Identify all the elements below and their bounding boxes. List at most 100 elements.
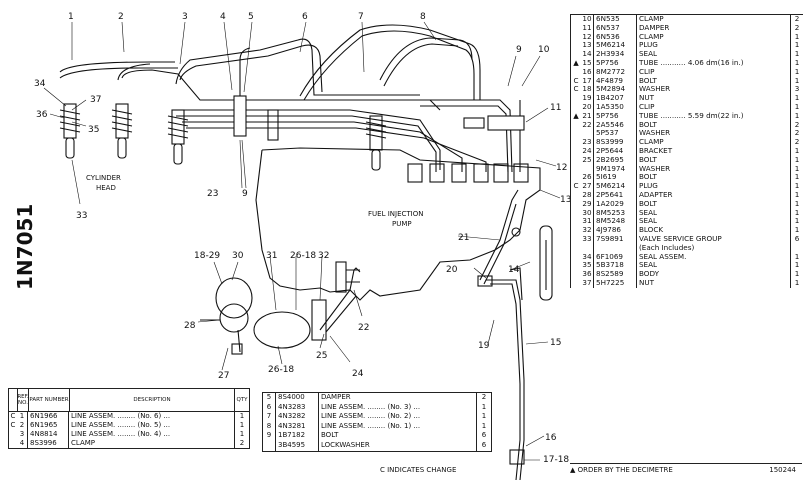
description-cell: SEAL ASSEM.	[639, 252, 687, 261]
ref-cell: 32	[581, 225, 594, 235]
part-number-cell: 1A5350	[594, 102, 637, 112]
qty-cell: 1	[790, 76, 803, 86]
qty-cell: 1	[790, 93, 803, 103]
ref-cell: 26	[581, 173, 594, 183]
side-code: 1N7051	[13, 204, 37, 290]
callout-22: 22	[358, 323, 369, 333]
description-cell: BOLT	[639, 120, 657, 129]
callout-14: 14	[508, 265, 520, 275]
description-cell: WASHER	[639, 129, 671, 138]
part-number-cell: 2P5644	[594, 146, 637, 156]
callout-16: 16	[545, 433, 557, 443]
qty-cell: 1	[790, 261, 803, 271]
ref-cell: 29	[581, 199, 594, 209]
callout-36: 36	[36, 110, 48, 120]
mark-cell: C	[10, 412, 16, 420]
ref-cell: 5	[263, 393, 276, 403]
mark-cell	[571, 138, 581, 147]
qty-cell: 2	[790, 120, 803, 130]
mark-cell	[9, 439, 17, 448]
qty-cell: 1	[790, 111, 803, 121]
ref-cell: 6	[263, 402, 276, 413]
mark-cell	[571, 191, 581, 200]
ref-cell: 1	[17, 412, 28, 421]
description-cell: LINE ASSEM. ........ (No. 1) ...	[321, 421, 421, 430]
part-number-cell: 9M1974	[594, 164, 637, 174]
description-cell: DAMPER	[639, 23, 670, 32]
ref-cell: 14	[581, 49, 594, 59]
description-cell: CLAMP	[639, 15, 664, 23]
ref-cell: 16	[581, 67, 594, 77]
part-number-cell: 4F4879	[594, 76, 637, 86]
description-cell: BOLT	[321, 431, 339, 440]
description-cell: LINE ASSEM. ........ (No. 2) ...	[321, 412, 421, 421]
part-number-cell: 7S9891	[594, 234, 637, 244]
part-number-cell: 6N1966	[28, 412, 69, 421]
mark-cell: C	[573, 181, 579, 191]
callout-9a: 9	[516, 45, 522, 55]
callout-17-18: 17-18	[543, 455, 569, 465]
part-header: PART NUMBER	[29, 389, 70, 411]
fuel-pump-label-1: FUEL INJECTION	[368, 210, 423, 218]
part-number-cell: 5P537	[594, 129, 637, 139]
callout-7: 7	[358, 12, 364, 22]
callout-27: 27	[218, 371, 229, 381]
callout-4: 4	[220, 12, 226, 22]
description-cell: LOCKWASHER	[321, 440, 370, 449]
part-number-cell: 2B2695	[594, 155, 637, 165]
qty-cell: 3	[790, 85, 803, 95]
mark-cell	[571, 253, 581, 262]
part-number-cell: 5H7225	[594, 278, 637, 288]
ref-cell: 3	[17, 430, 28, 439]
mark-cell	[571, 15, 581, 24]
description-cell: NUT	[639, 94, 655, 103]
description-cell: PLUG	[639, 182, 658, 191]
description-cell: CLAMP	[639, 138, 664, 147]
parts-footer: ▲ ORDER BY THE DECIMETRE 150244	[570, 463, 802, 474]
mark-cell	[9, 430, 17, 439]
qty-cell: 1	[790, 41, 803, 51]
part-number-cell: 5M6214	[594, 41, 637, 51]
callout-32: 32	[318, 251, 329, 261]
part-number-cell: 5P756	[594, 58, 637, 68]
qty-cell: 1	[790, 225, 803, 235]
qty-cell: 1	[790, 199, 803, 209]
nozzle	[59, 103, 81, 159]
description-cell: LINE ASSEM. ........ (No. 6) ...	[71, 412, 171, 420]
ref-header: REF. NO.	[17, 389, 29, 411]
qty-cell: 1	[234, 421, 249, 430]
description-cell: WASHER	[639, 85, 671, 94]
description-cell: TUBE ........... 4.06 dm(16 in.)	[639, 58, 744, 67]
qty-cell: 1	[790, 146, 803, 156]
callout-34: 34	[34, 79, 46, 89]
part-number-cell: 8S2589	[594, 269, 637, 279]
qty-cell: 2	[790, 137, 803, 147]
callout-9b: 9	[242, 189, 248, 199]
part-number-cell: 8S3999	[594, 137, 637, 147]
callout-35: 35	[88, 125, 99, 135]
mark-cell: C	[10, 421, 16, 429]
part-number-cell: 6N536	[594, 32, 637, 42]
mark-cell	[571, 226, 581, 235]
callout-31: 31	[266, 251, 277, 261]
description-cell: BLOCK	[639, 226, 664, 235]
part-number-cell	[594, 243, 637, 253]
ref-cell: 20	[581, 102, 594, 112]
ref-cell	[581, 164, 594, 174]
